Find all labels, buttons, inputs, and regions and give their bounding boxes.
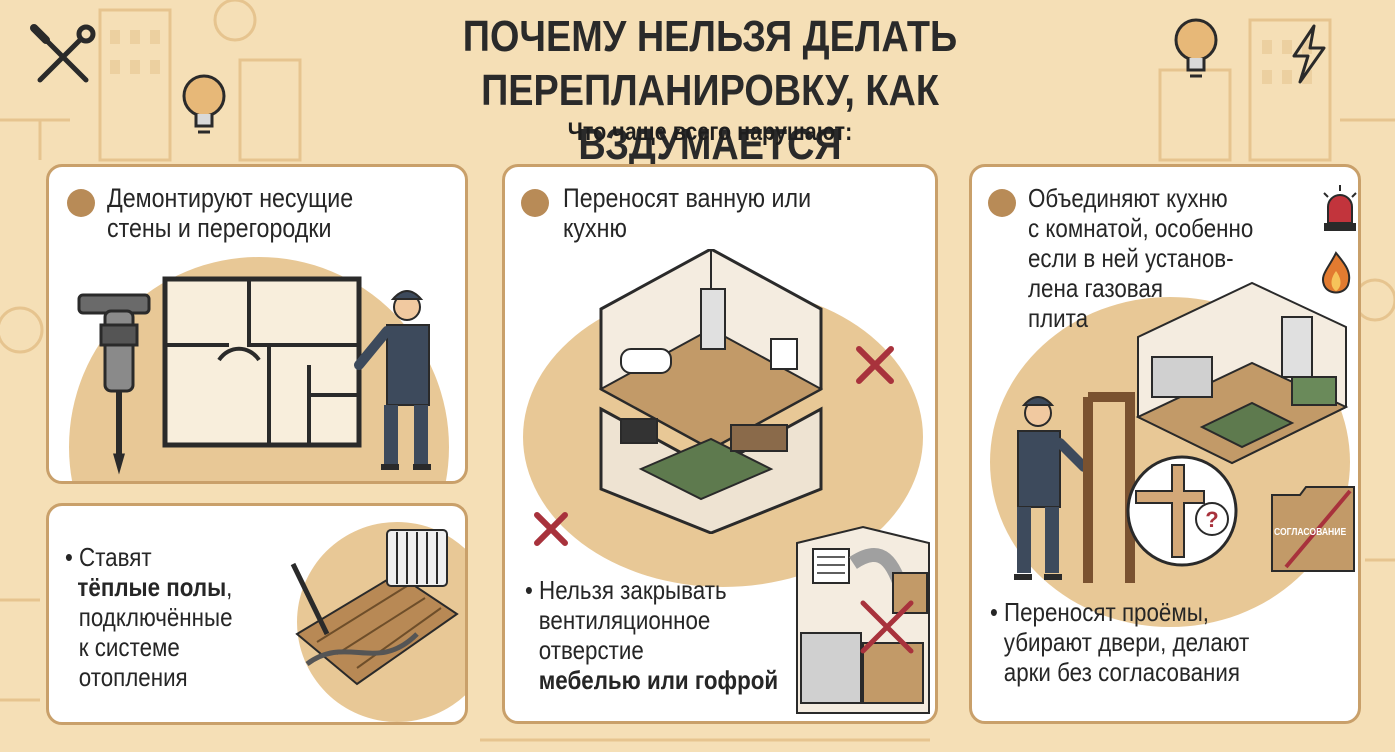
folder-label: СОГЛАСОВАНИЕ	[1274, 527, 1347, 538]
subtitle: Что чаще всего нарушают:	[567, 118, 853, 146]
vent-text-line-2: вентиляционное	[538, 605, 711, 635]
page-title: ПОЧЕМУ НЕЛЬЗЯ ДЕЛАТЬ ПЕРЕПЛАНИРОВКУ, КАК…	[357, 10, 1062, 172]
two-floor-apartment-illustration	[598, 249, 824, 534]
floors-text-line-1: • Ставят	[65, 542, 152, 572]
floors-text: • Ставят тёплые полы, подключённые к сис…	[65, 542, 233, 692]
svg-text:?: ?	[1205, 507, 1218, 532]
open-plan-kitchen-illustration	[1135, 281, 1349, 465]
cross-icon	[856, 346, 894, 384]
vent-bold-text: мебелью или гофрой	[538, 665, 779, 695]
floors-text-line-5: отопления	[78, 662, 188, 692]
lightbulb-icon	[1174, 18, 1218, 78]
bath-text: Переносят ванную или кухню	[563, 183, 811, 243]
vent-text-line-4: мебелью или гофрой	[525, 665, 778, 695]
floor-plan-illustration	[77, 276, 431, 475]
lightning-icon	[1292, 24, 1326, 84]
doors-text-line-3: арки без согласования	[1003, 657, 1240, 687]
doors-text: • Переносят проёмы, убирают двери, делаю…	[990, 597, 1249, 687]
panel-kitchen-merge: Объединяют кухню с комнатой, особенно ес…	[969, 164, 1361, 724]
wrench-icon	[30, 24, 96, 83]
doors-text-line-1-value: Переносят проёмы,	[1004, 597, 1210, 627]
panel-load-bearing-walls: Демонтируют несущие стены и перегородки	[46, 164, 468, 484]
floors-bold-text: тёплые полы	[77, 572, 227, 602]
doors-text-line-1: • Переносят проёмы,	[990, 597, 1210, 627]
kitchen-text-line-2: с комнатой, особенно	[1028, 213, 1254, 243]
floors-text-line-3: подключённые	[78, 602, 233, 632]
walls-text: Демонтируют несущие стены и перегородки	[107, 183, 353, 243]
title-line-1: ПОЧЕМУ НЕЛЬЗЯ ДЕЛАТЬ	[462, 12, 958, 61]
folder-icon	[1271, 486, 1355, 572]
panel-bathroom-relocation: Переносят ванную или кухню • Нельзя закр…	[502, 164, 938, 724]
worker-figure	[354, 290, 431, 470]
bullet-icon	[988, 189, 1016, 217]
question-wall-illustration: ?	[1126, 455, 1238, 567]
walls-text-line-1: Демонтируют несущие	[107, 183, 354, 213]
kitchen-text: Объединяют кухню с комнатой, особенно ес…	[1028, 183, 1253, 333]
floors-text-line-4: к системе	[78, 632, 180, 662]
bullet-icon	[67, 189, 95, 217]
bath-text-line-1: Переносят ванную или	[563, 183, 812, 213]
vent-text-line-1-value: Нельзя закрывать	[539, 575, 727, 605]
cross-icon	[534, 512, 568, 546]
lightbulb-icon	[182, 74, 226, 134]
vent-text: • Нельзя закрывать вентиляционное отверс…	[525, 575, 778, 695]
siren-icon	[1323, 185, 1357, 231]
kitchen-vent-illustration	[796, 525, 930, 714]
kitchen-text-line-4: лена газовая	[1028, 273, 1163, 303]
title-line-2: ПЕРЕПЛАНИРОВКУ, КАК ВЗДУМАЕТСЯ	[481, 66, 939, 169]
floors-text-line-1-value: Ставят	[79, 542, 152, 572]
vent-text-line-3: отверстие	[538, 635, 644, 665]
doors-text-line-2: убирают двери, делают	[1003, 627, 1250, 657]
bullet-icon	[521, 189, 549, 217]
panel-heated-floors: • Ставят тёплые полы, подключённые к сис…	[46, 503, 468, 725]
fire-icon	[1322, 251, 1351, 294]
floors-comma: ,	[226, 572, 233, 602]
kitchen-text-line-1: Объединяют кухню	[1028, 183, 1228, 213]
kitchen-text-line-5: плита	[1028, 303, 1089, 333]
floors-text-line-2: тёплые полы,	[65, 572, 233, 602]
vent-text-line-1: • Нельзя закрывать	[525, 575, 727, 605]
bath-text-line-2: кухню	[563, 213, 627, 243]
heated-floor-illustration	[290, 529, 459, 686]
kitchen-text-line-3: если в ней установ-	[1028, 243, 1234, 273]
walls-text-line-2: стены и перегородки	[107, 213, 332, 243]
